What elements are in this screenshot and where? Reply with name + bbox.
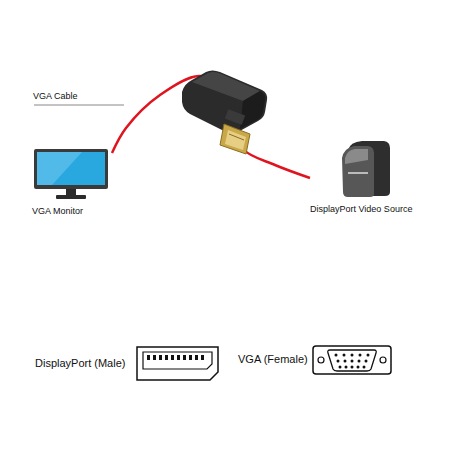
pin-hole (359, 354, 362, 357)
monitor-stand (56, 195, 86, 199)
device-label: DisplayPort Video Source (310, 204, 412, 215)
pin-hole (339, 366, 342, 369)
pin-hole (343, 354, 346, 357)
device-label: VGA Monitor (32, 206, 83, 217)
connector-label: VGA (Female) (238, 353, 308, 365)
pin-hole (351, 366, 354, 369)
monitor-bezel (34, 149, 108, 189)
pin-hole (357, 366, 360, 369)
monitor-neck (66, 189, 76, 195)
video-source-node: DisplayPort Video Source (310, 140, 415, 215)
pin (201, 355, 204, 360)
drive-slot (348, 172, 368, 174)
pin (147, 355, 150, 360)
leader-line (34, 105, 124, 106)
pin-hole (351, 360, 354, 363)
pin-hole (358, 360, 361, 363)
pin-hole (365, 360, 368, 363)
pin (177, 355, 180, 360)
source-highlight (345, 149, 368, 164)
pin (153, 355, 156, 360)
pin (189, 355, 192, 360)
pin (159, 355, 162, 360)
pin-hole (344, 360, 347, 363)
pin (195, 355, 198, 360)
screen-glare (37, 152, 82, 185)
vga-connector (313, 346, 391, 374)
monitor-screen (37, 152, 105, 185)
pin (183, 355, 186, 360)
adapter (182, 71, 267, 155)
pin-hole (351, 354, 354, 357)
pin (165, 355, 168, 360)
pin-hole (367, 354, 370, 357)
pin-hole (345, 366, 348, 369)
pin-hole (363, 366, 366, 369)
pin-hole (335, 354, 338, 357)
cable-label: VGA Cable (33, 91, 78, 101)
monitor-icon (32, 148, 110, 200)
monitor-node: VGA Monitor (32, 148, 112, 217)
computer-icon (340, 140, 392, 198)
pin (171, 355, 174, 360)
pin-hole (337, 360, 340, 363)
displayport-connector (137, 347, 218, 380)
connector-label: DisplayPort (Male) (35, 357, 125, 369)
source-front (342, 146, 374, 197)
